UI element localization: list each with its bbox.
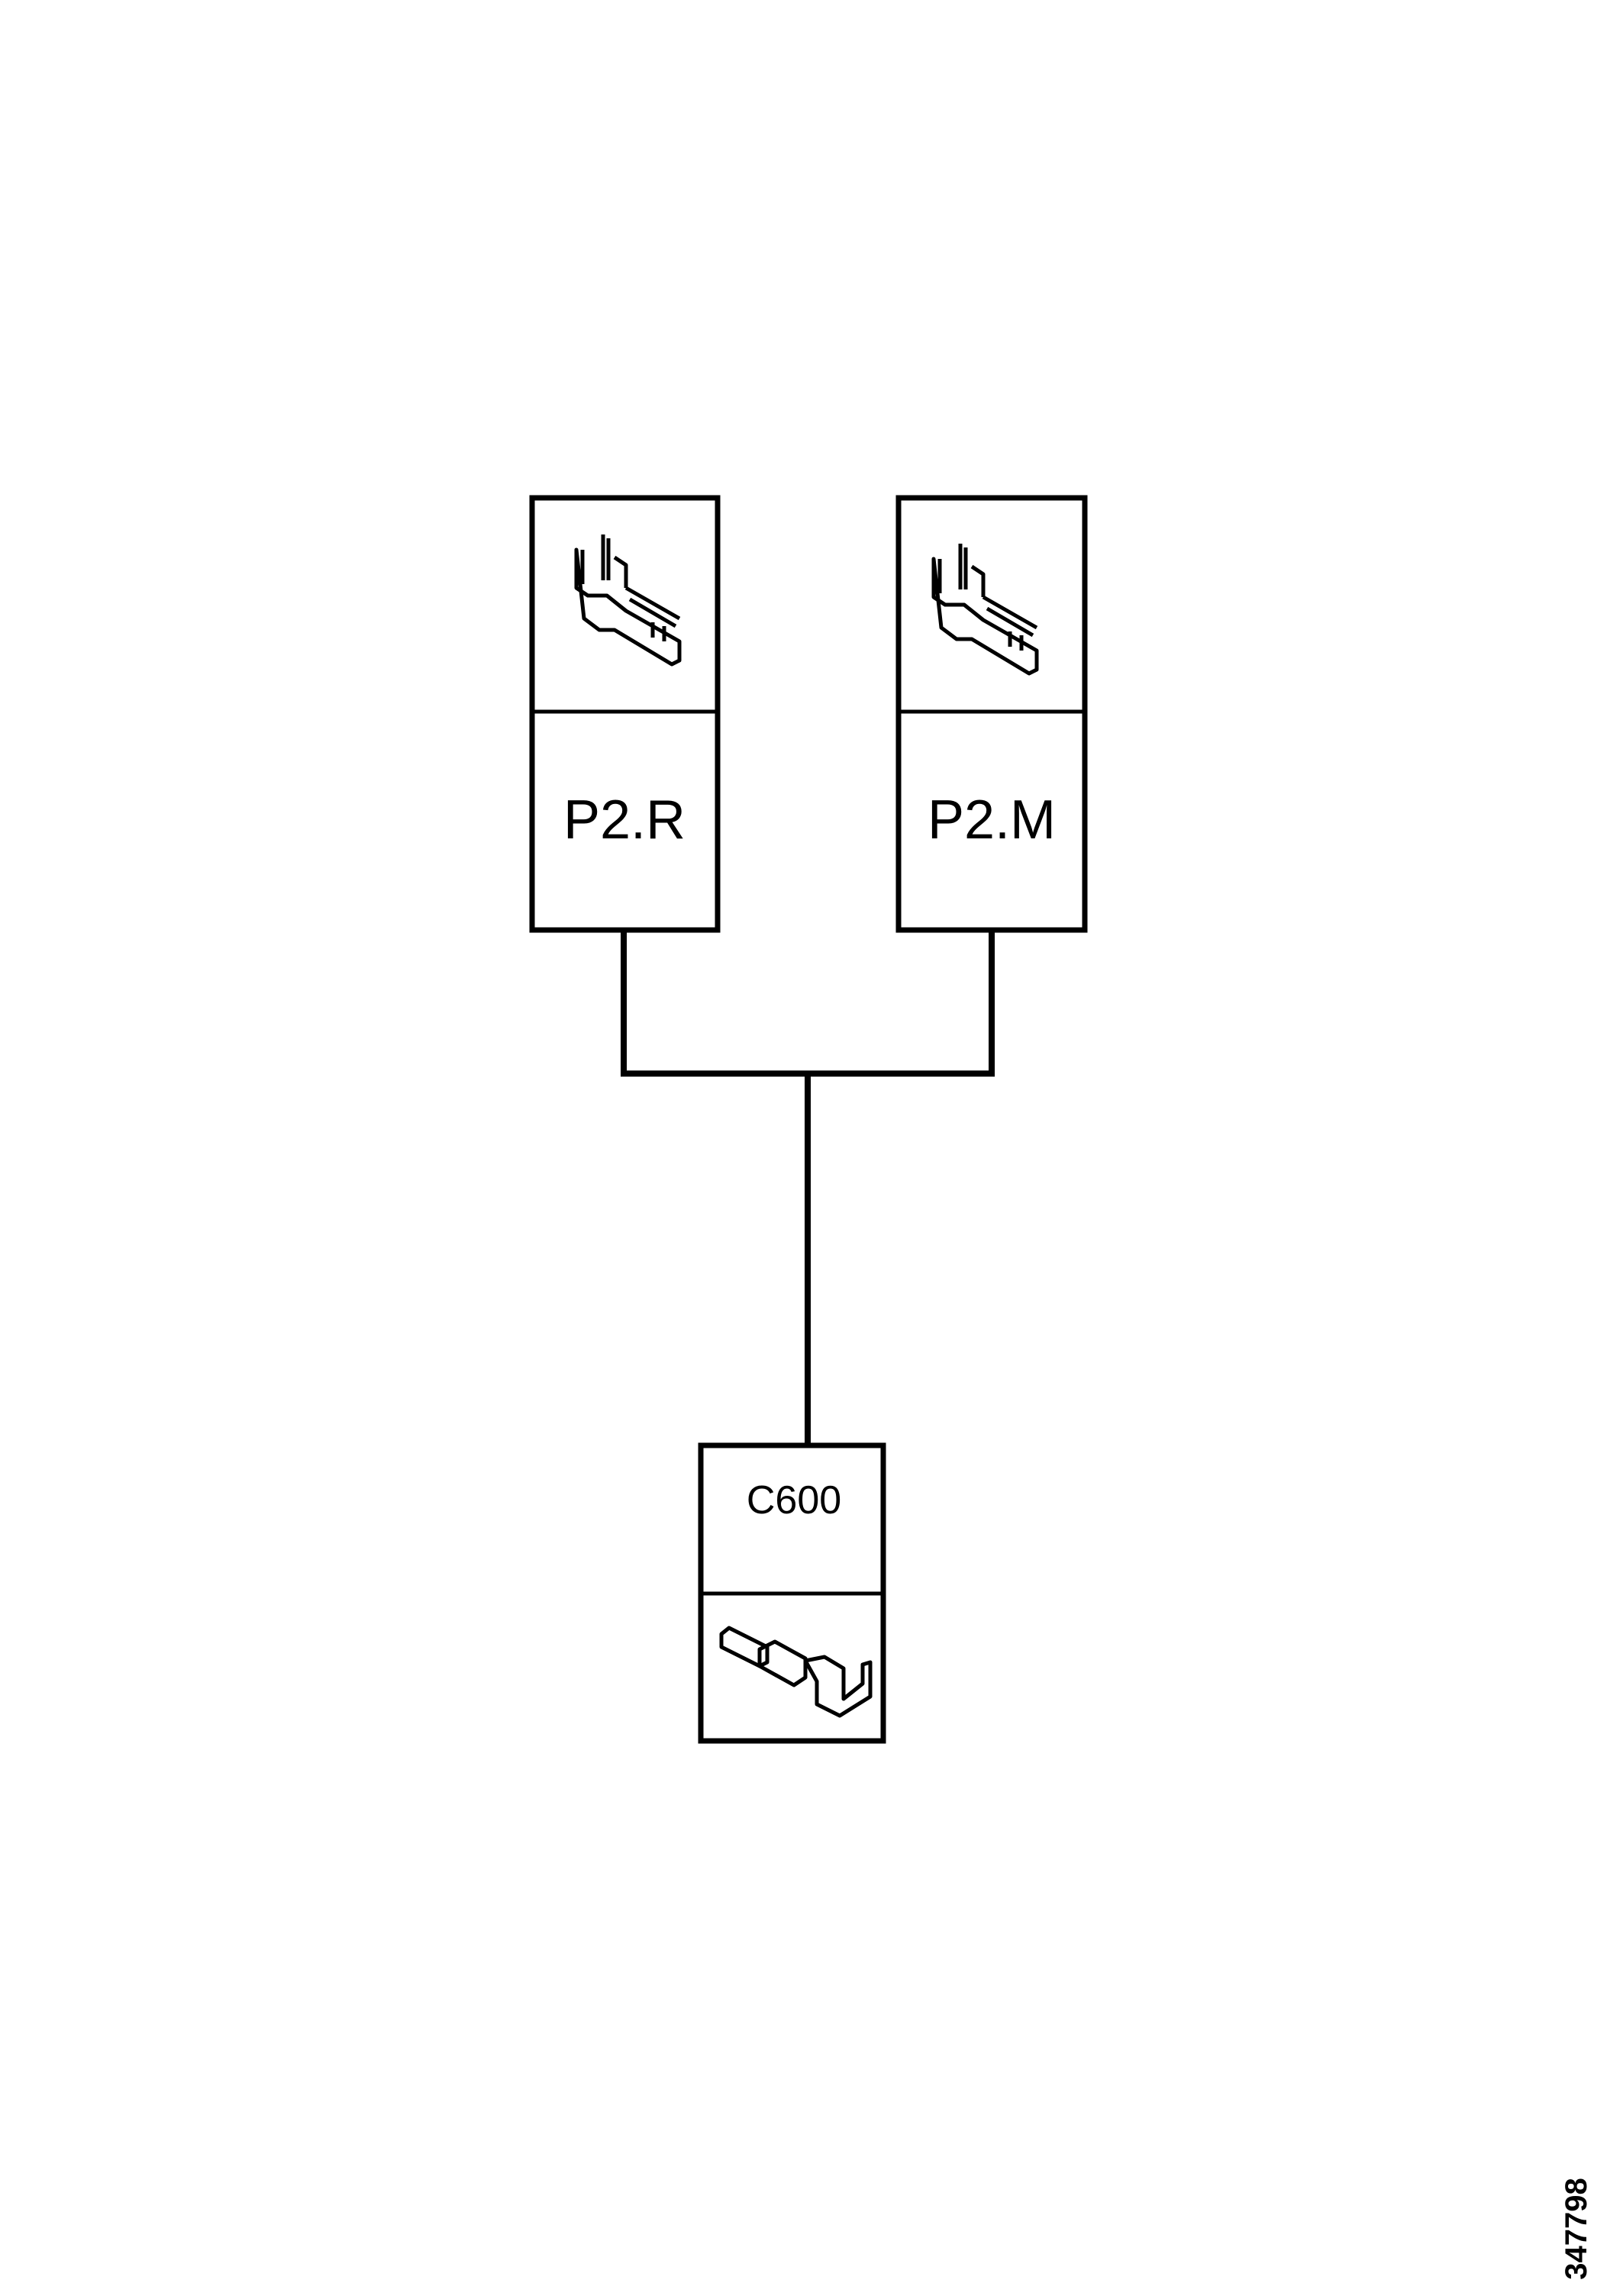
connector-label: C600 [747,1478,841,1523]
connector-c600: C600 [698,1442,886,1744]
wire-harness [621,930,995,1445]
connector-label: P2.R [563,790,686,851]
connector-label: P2.M [928,790,1056,851]
connector-p2r: P2.R [529,495,721,933]
connector-p2m: P2.M [895,495,1088,933]
figure-id: 347798 [1560,2178,1593,2279]
